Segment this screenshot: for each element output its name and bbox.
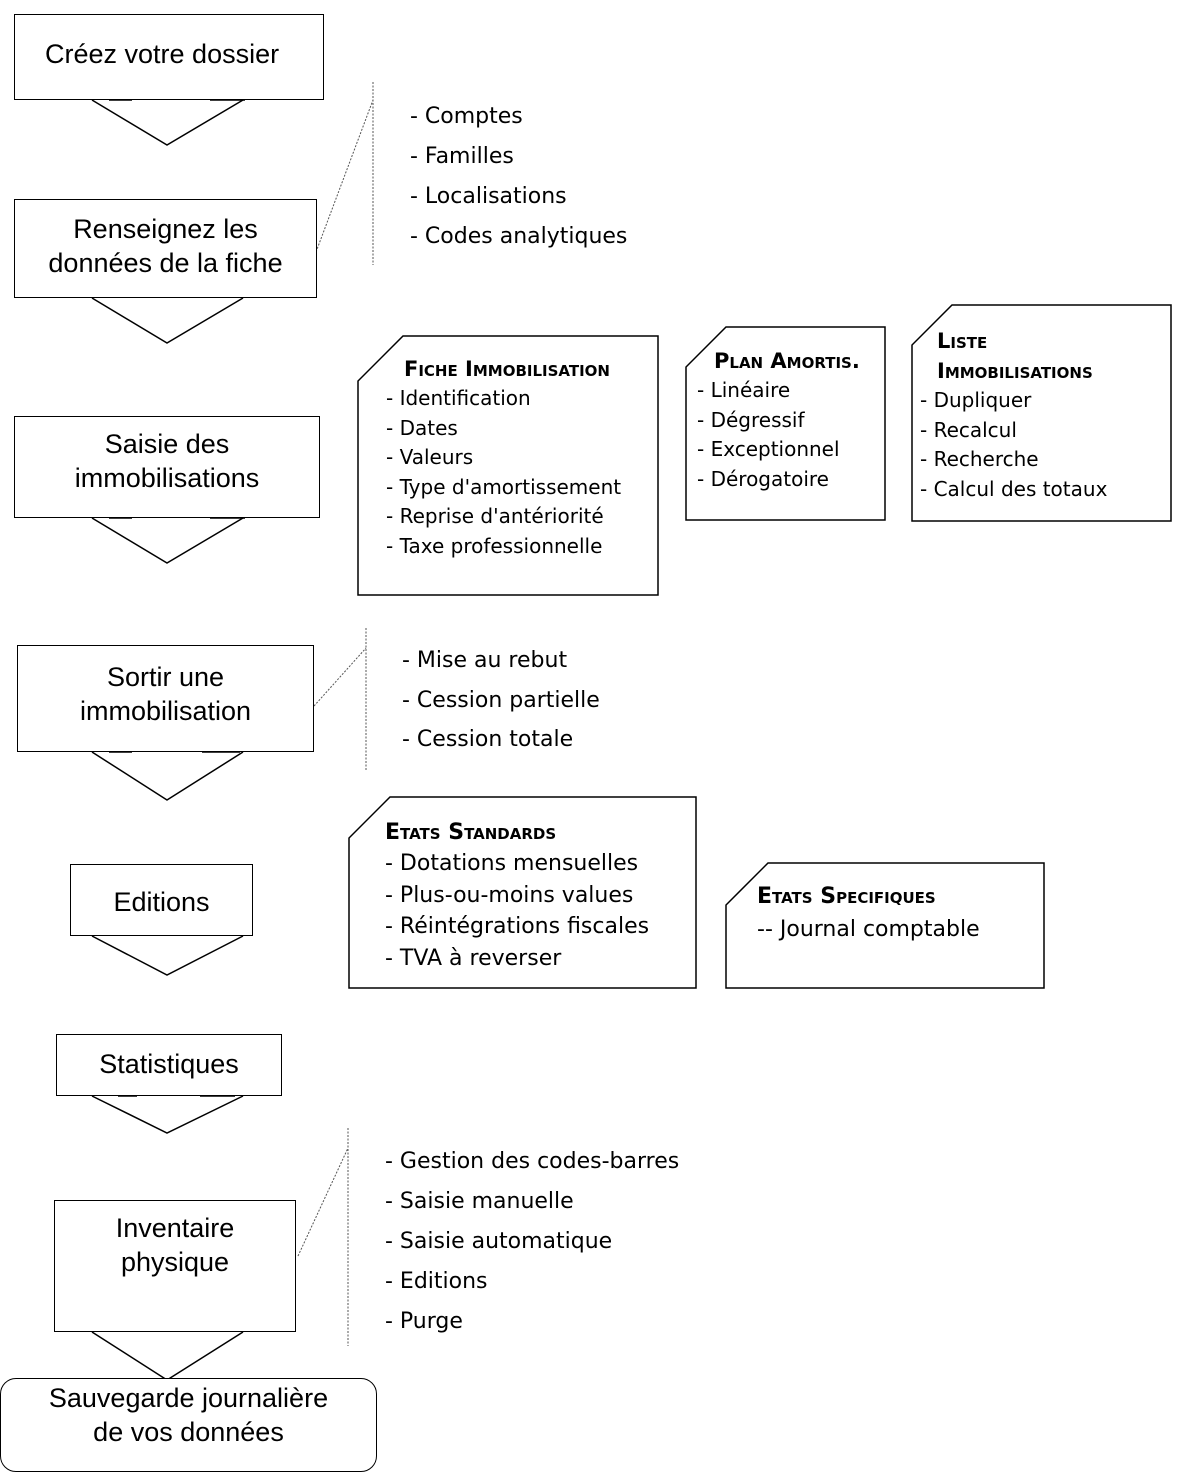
step-creez-dossier: Créez votre dossier [14, 14, 324, 100]
card-title: Plan Amortis. [714, 349, 860, 373]
step-renseignez: Renseignez les données de la fiche [14, 199, 317, 298]
card-etats-specifiques-outline [725, 862, 1045, 989]
list-sortie: - Mise au rebut - Cession partielle - Ce… [402, 641, 600, 760]
list-inventaire: - Gestion des codes-barres - Saisie manu… [385, 1142, 679, 1342]
card-item: - Plus-ou-moins values [385, 882, 634, 908]
card-item: - Exceptionnel [697, 437, 840, 462]
card-fiche-outline [357, 335, 659, 596]
card-title: Etats Standards [385, 820, 557, 845]
list-item: - Comptes [410, 104, 523, 129]
step-saisie: Saisie des immobilisations [14, 416, 320, 518]
card-item: - Type d'amortissement [386, 474, 622, 499]
step-editions: Editions [70, 864, 253, 936]
card-etats-specifiques: Etats Specifiques -- Journal comptable [757, 882, 980, 948]
card-item: - Dates [386, 415, 458, 440]
card-title: Liste [937, 329, 988, 353]
connector-sortie [313, 647, 367, 707]
arrow-2 [91, 297, 244, 344]
connector-donnees [315, 99, 374, 253]
card-liste-immobilisations: Liste Immobilisations - Dupliquer - Reca… [920, 326, 1107, 504]
card-item: - Recalcul [920, 417, 1017, 442]
arrow-7 [91, 1331, 244, 1381]
card-plan-outline [685, 326, 886, 521]
card-title: Etats Specifiques [757, 884, 936, 909]
arrow-3 [91, 517, 244, 564]
list-item: - Purge [385, 1309, 463, 1334]
card-item: - Linéaire [697, 378, 791, 402]
arrow-1 [91, 99, 244, 146]
step-sauvegarde: Sauvegarde journalière de vos données [0, 1378, 377, 1472]
card-etats-standards-outline [348, 796, 697, 989]
card-plan-amortis: Plan Amortis. - Linéaire - Dégressif - E… [697, 346, 860, 494]
list-item: - Editions [385, 1269, 488, 1294]
list-item: - Saisie manuelle [385, 1189, 574, 1214]
card-item: - Taxe professionnelle [386, 533, 603, 558]
list-item: - Gestion des codes-barres [385, 1149, 680, 1174]
card-item: - TVA à reverser [385, 945, 562, 971]
card-item: - Dégressif [697, 407, 805, 432]
list-item: - Mise au rebut [402, 648, 568, 673]
card-fiche-immobilisation: Fiche Immobilisation - Identification - … [386, 354, 621, 562]
card-item: - Dupliquer [920, 388, 1032, 412]
card-liste-outline [911, 304, 1172, 522]
card-etats-standards: Etats Standards - Dotations mensuelles -… [385, 818, 649, 974]
arrow-5 [91, 935, 244, 976]
step-inventaire: Inventaire physique [54, 1200, 296, 1332]
list-item: - Cession totale [402, 727, 574, 752]
card-item: -- Journal comptable [757, 917, 980, 942]
list-item: - Cession partielle [402, 687, 600, 713]
card-item: - Valeurs [386, 445, 474, 470]
list-item: - Familles [410, 144, 514, 169]
card-item: - Identification [386, 386, 531, 410]
list-item: - Saisie automatique [385, 1229, 613, 1254]
list-item: - Localisations [410, 184, 567, 209]
card-item: - Calcul des totaux [920, 476, 1108, 501]
card-item: - Réintégrations fiscales [385, 914, 650, 939]
list-donnees: - Comptes - Familles - Localisations - C… [410, 97, 627, 257]
arrow-4 [91, 751, 244, 801]
step-statistiques: Statistiques [56, 1034, 282, 1096]
arrow-6 [91, 1095, 244, 1134]
card-item: - Reprise d'antériorité [386, 504, 604, 529]
list-item: - Codes analytiques [410, 224, 628, 249]
connector-inventaire [297, 1147, 349, 1257]
card-item: - Dérogatoire [697, 466, 829, 491]
card-title: Immobilisations [937, 359, 1093, 383]
card-item: - Recherche [920, 447, 1039, 472]
card-item: - Dotations mensuelles [385, 851, 639, 876]
step-sortir: Sortir une immobilisation [17, 645, 314, 752]
card-title: Fiche Immobilisation [404, 357, 610, 381]
